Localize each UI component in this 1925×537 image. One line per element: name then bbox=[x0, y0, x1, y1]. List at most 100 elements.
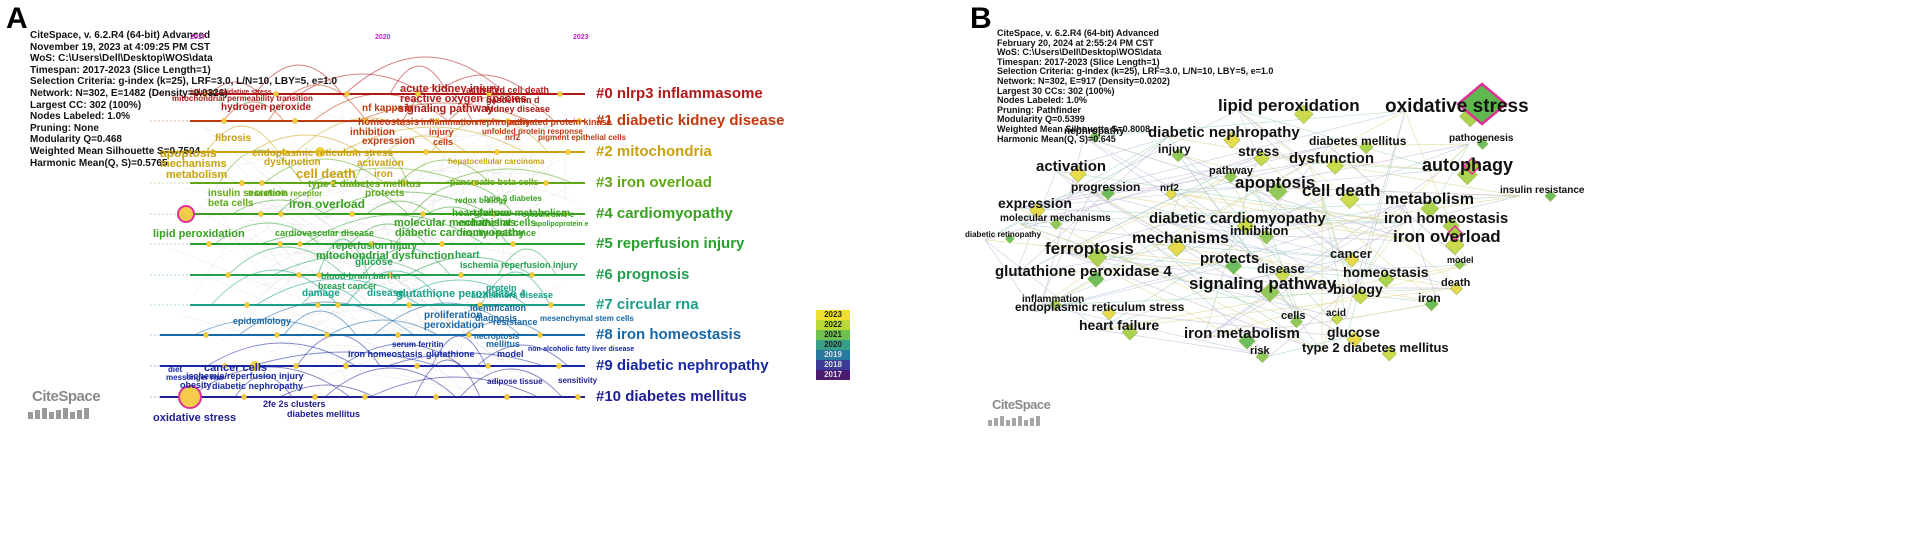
timeline-term: mesenchymal stem cells bbox=[540, 314, 634, 323]
timeline-term: signaling pathway bbox=[398, 103, 494, 115]
metadata-line: Largest 30 CCs: 302 (100%) bbox=[997, 85, 1115, 96]
keyword-label: dysfunction bbox=[1289, 149, 1374, 167]
keyword-label: protects bbox=[1200, 249, 1260, 267]
keyword-label: risk bbox=[1250, 344, 1270, 357]
timeline-term: blood-brain barrier bbox=[321, 271, 402, 281]
timeline-term: hydrogen peroxide bbox=[221, 102, 312, 113]
metadata-line: Selection Criteria: g-index (k=25), LRF=… bbox=[30, 76, 338, 88]
timeline-term: pigment epithelial cells bbox=[538, 133, 627, 142]
keyword-label: diabetic retinopathy bbox=[965, 230, 1042, 239]
timeline-term: inflammation bbox=[421, 117, 478, 127]
keyword-label: signaling pathway bbox=[1189, 273, 1337, 293]
keyword-label: iron homeostasis bbox=[1384, 209, 1509, 227]
cluster-label: #2 mitochondria bbox=[596, 143, 712, 160]
timeline-term: protein bbox=[486, 283, 517, 293]
keyword-label: cancer bbox=[1330, 245, 1372, 261]
year-label-mid: 2020 bbox=[375, 34, 391, 41]
timeline-term: ischemia/reperfusion injury bbox=[186, 371, 304, 381]
keyword-label: nephropathy bbox=[1064, 126, 1125, 137]
timeline-term: apoptosis bbox=[160, 146, 217, 160]
keyword-label: insulin resistance bbox=[1500, 185, 1585, 196]
timeline-term: endothelial cells bbox=[458, 218, 536, 229]
keyword-label: iron metabolism bbox=[1184, 324, 1300, 342]
cluster-label: #7 circular rna bbox=[596, 296, 699, 313]
timeline-term: unfolded protein response bbox=[482, 127, 583, 136]
timeline-term: insulin secretion bbox=[208, 188, 288, 199]
timeline-term: diagnosis bbox=[475, 313, 518, 323]
legend-swatch: 2019 bbox=[816, 350, 850, 360]
keyword-label: iron bbox=[1418, 291, 1441, 305]
timeline-term: mellitus bbox=[486, 339, 521, 349]
timeline-term: metabolism bbox=[166, 169, 228, 181]
keyword-label: disease bbox=[1257, 260, 1305, 276]
panel-b-network: B CiteSpace, v. 6.2.R4 (64-bit) Advanced… bbox=[816, 0, 1925, 537]
timeline-term: iron overload bbox=[289, 197, 366, 211]
timeline-term: disease bbox=[367, 288, 404, 299]
keyword-label: homeostasis bbox=[1343, 264, 1429, 280]
timeline-term: cancer cells bbox=[204, 362, 267, 374]
timeline-term: activated protein kinase bbox=[509, 117, 612, 127]
timeline-term: 2fe 2s clusters bbox=[263, 399, 326, 409]
keyword-label: molecular mechanisms bbox=[1000, 213, 1111, 224]
metadata-line: Weighted Mean Silhouette S=0.8008 bbox=[997, 123, 1151, 134]
keyword-network-canvas bbox=[984, 82, 1557, 426]
timeline-term: mitochondrial dysfunction bbox=[316, 250, 455, 262]
citespace-logo-b: CiteSpace bbox=[992, 397, 1051, 412]
timeline-term: cardiovascular disease bbox=[275, 228, 375, 238]
timeline-term: pancreatic beta cells bbox=[450, 177, 539, 187]
keyword-label: inflammation bbox=[1022, 294, 1085, 305]
timeline-term: necroptosis bbox=[474, 332, 520, 341]
keyword-label: stress bbox=[1238, 143, 1280, 159]
timeline-term: heart bbox=[455, 250, 480, 261]
timeline-term: obesity bbox=[180, 380, 212, 390]
timeline-term: glutathione peroxidase 4 bbox=[396, 288, 526, 300]
timeline-term: adipose tissue bbox=[487, 377, 543, 386]
timeline-term: type 2 diabetes bbox=[484, 194, 542, 203]
metadata-line: Modularity Q=0.468 bbox=[30, 134, 122, 146]
keyword-label: pathway bbox=[1209, 164, 1254, 177]
cluster-label: #10 diabetes mellitus bbox=[596, 388, 747, 405]
timeline-term: redox biology bbox=[455, 196, 508, 205]
year-label-end: 2023 bbox=[573, 34, 589, 41]
timeline-term: cells bbox=[433, 137, 454, 147]
metadata-line: Pruning: Pathfinder bbox=[997, 104, 1081, 115]
panel-b-label: B bbox=[970, 2, 992, 35]
keyword-label: endoplasmic reticulum stress bbox=[1015, 300, 1185, 314]
keyword-label: glutathione peroxidase 4 bbox=[995, 262, 1172, 280]
timeline-term: alzheimers disease bbox=[471, 290, 554, 300]
timeline-term: diabetic cardiomyopathy bbox=[395, 227, 525, 239]
metadata-line: Network: N=302, E=917 (Density=0.0202) bbox=[997, 75, 1170, 86]
cluster-label: #8 iron homeostasis bbox=[596, 326, 742, 343]
keyword-label: expression bbox=[998, 195, 1072, 211]
timeline-term: expression bbox=[362, 136, 415, 147]
keyword-label: ferroptosis bbox=[1045, 238, 1134, 258]
keyword-label: oxidative stress bbox=[1385, 95, 1529, 117]
keyword-label: acid bbox=[1326, 308, 1347, 319]
timeline-term: nephropathy bbox=[476, 117, 531, 127]
keyword-label: inhibition bbox=[1230, 222, 1289, 238]
timeline-term: messenger rna bbox=[166, 373, 223, 382]
timeline-term: type 2 diabetes mellitus bbox=[308, 179, 421, 190]
timeline-term: dysfunction bbox=[264, 157, 321, 168]
metadata-line: Network: N=302, E=1482 (Density=0.0326) bbox=[30, 87, 228, 99]
timeline-term: activated cell death bbox=[466, 85, 550, 95]
metadata-line: Timespan: 2017-2023 (Slice Length=1) bbox=[30, 64, 211, 76]
timeline-term: apolipoprotein e bbox=[534, 221, 589, 228]
cluster-label: #4 cardiomyopathy bbox=[596, 205, 733, 222]
metadata-line: CiteSpace, v. 6.2.R4 (64-bit) Advanced bbox=[30, 30, 211, 41]
timeline-term: kidney disease bbox=[486, 104, 551, 114]
keyword-label: diabetic nephropathy bbox=[1148, 123, 1300, 141]
timeline-term: injury bbox=[429, 127, 454, 137]
timeline-term: inhibition bbox=[350, 127, 395, 138]
timeline-term: iron bbox=[374, 169, 393, 180]
timeline-term: iron homeostasis bbox=[348, 349, 423, 359]
timeline-term: proliferation bbox=[424, 310, 483, 321]
metadata-line: February 20, 2024 at 2:55:24 PM CST bbox=[997, 37, 1154, 48]
cluster-label: #5 reperfusion injury bbox=[596, 235, 745, 252]
timeline-term: cell death bbox=[296, 166, 356, 181]
timeline-term: transferrin receptor bbox=[248, 189, 323, 198]
timeline-term: breast cancer bbox=[318, 281, 377, 291]
keyword-label: metabolism bbox=[1385, 191, 1474, 208]
timeline-term: glucose metabolism bbox=[474, 208, 571, 219]
